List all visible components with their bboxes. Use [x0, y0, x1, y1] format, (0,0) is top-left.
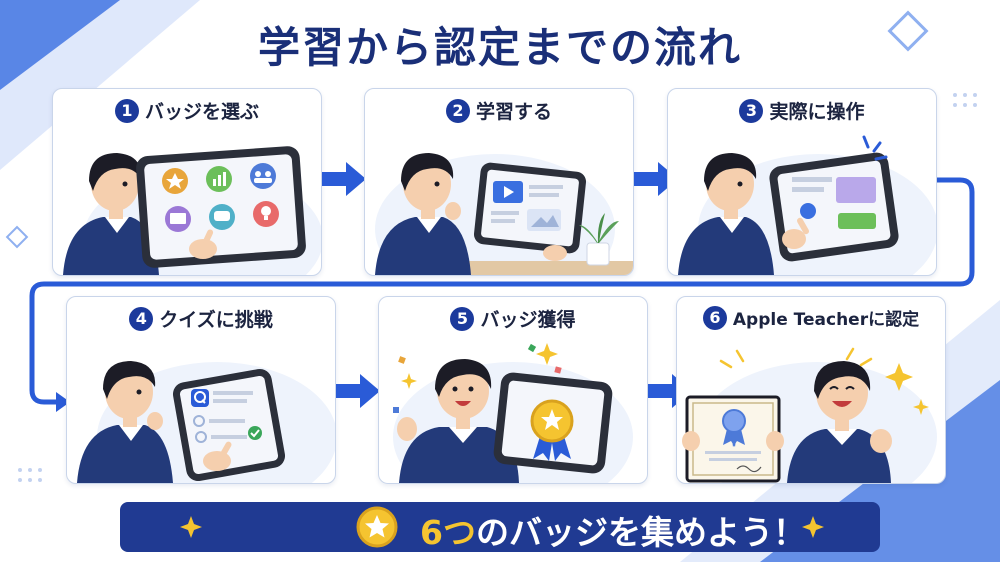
image-icon: [531, 215, 559, 227]
ribbon-icon: [722, 409, 746, 447]
step-illustration: [375, 153, 633, 275]
step-label: 学習する: [475, 101, 552, 123]
badge-icons: [162, 163, 279, 232]
flow-arrow: [322, 162, 366, 196]
step-label: バッジ獲得: [480, 309, 576, 331]
banner-message: 6つのバッジを集めよう！: [420, 506, 806, 554]
certificate: [685, 395, 781, 483]
step-number-badge: 1: [114, 99, 139, 123]
step-number-badge: 4: [129, 307, 154, 331]
step-illustration: [678, 135, 936, 275]
step-number-badge: 2: [445, 99, 470, 123]
step-label: 実際に操作: [769, 101, 865, 123]
star-coin-icon: [356, 506, 398, 548]
plant-icon: [579, 213, 619, 266]
sparkle-icon: [536, 343, 558, 365]
bottom-banner: 6つのバッジを集めよう！: [120, 502, 880, 552]
quiz-q-icon: [191, 389, 209, 407]
step-illustration: [682, 347, 937, 483]
sparkle-icon: [913, 399, 929, 415]
sparkle-icon: [802, 516, 824, 538]
step-label: クイズに挑戦: [159, 309, 273, 331]
step-illustration: [393, 343, 633, 483]
step-label: Apple Teacherに認定: [732, 310, 920, 330]
flow-arrow: [336, 374, 380, 408]
step-illustration: [77, 361, 335, 483]
step-number-badge: 5: [450, 307, 475, 331]
confetti: [393, 343, 562, 413]
medal-icon: [530, 399, 574, 461]
step-number-badge: 3: [739, 99, 764, 123]
step-label: バッジを選ぶ: [144, 101, 259, 123]
step-illustration: [63, 146, 321, 275]
banner-highlight: 6つ: [420, 513, 476, 552]
sparkle-icon: [885, 363, 913, 391]
check-icon: [248, 426, 262, 440]
step-number-badge: 6: [702, 306, 727, 330]
play-icon: [504, 186, 514, 198]
sparkle-icon: [401, 373, 417, 389]
page-title: 学習から認定までの流れ: [257, 23, 742, 72]
banner-text: のバッジを集めよう！: [475, 513, 806, 552]
sparkle-icon: [180, 516, 202, 538]
